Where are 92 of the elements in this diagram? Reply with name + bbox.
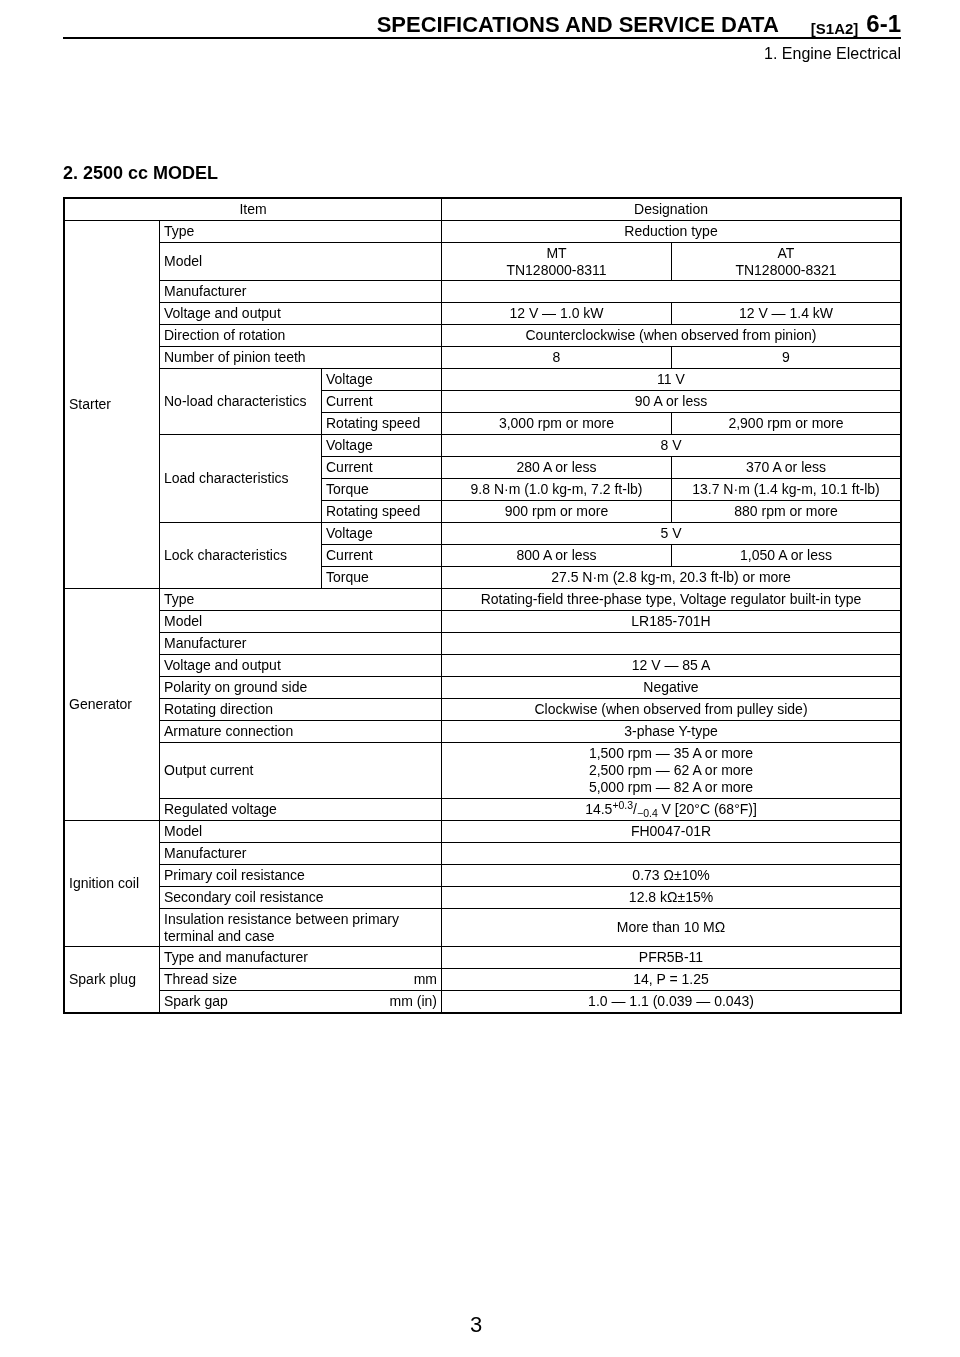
subsection-heading: 1. Engine Electrical <box>764 44 901 64</box>
spec-value: 880 rpm or more <box>734 503 838 520</box>
item-text: Voltage and output <box>164 305 281 322</box>
spec-value: 12 V — 85 A <box>631 657 711 674</box>
spec-value: 3-phase Y-type <box>624 723 718 740</box>
item-text: Current <box>326 393 373 410</box>
spec-value: AT <box>777 244 795 262</box>
section-title: 2. 2500 cc MODEL <box>63 162 219 185</box>
category-heading: Starter <box>69 396 111 413</box>
spec-value: 90 A or less <box>634 393 708 410</box>
spec-value: 1.0 — 1.1 (0.039 — 0.043) <box>588 993 754 1010</box>
item-text: Manufacturer <box>164 635 247 652</box>
item-text: Type <box>164 591 195 608</box>
spec-value: Clockwise (when observed from pulley side) <box>534 701 808 718</box>
item-text: mm (in) <box>389 993 437 1010</box>
item-text: Lock characteristics <box>164 547 287 564</box>
spec-value: More than 10 MΩ <box>616 919 726 936</box>
spec-value: Counterclockwise (when observed from pinion) <box>525 327 817 344</box>
item-text: Voltage <box>326 371 373 388</box>
item-text: mm <box>413 971 437 988</box>
item-text: Model <box>164 253 203 270</box>
item-text: Rotating speed <box>326 415 421 432</box>
item-text: Armature connection <box>164 723 294 740</box>
item-text: Number of pinion teeth <box>164 349 306 366</box>
spec-value: 12 V — 1.0 kW <box>509 305 604 322</box>
item-text: Model <box>164 613 203 630</box>
category-heading: Item <box>239 201 267 218</box>
page-heading: SPECIFICATIONS AND SERVICE DATA <box>376 14 779 36</box>
spec-value: MT <box>546 244 567 262</box>
item-text: Manufacturer <box>164 283 247 300</box>
item-text: Torque <box>326 481 369 498</box>
spec-value: 9 <box>782 349 790 366</box>
spec-value: 2,900 rpm or more <box>728 415 844 432</box>
item-text: Current <box>326 547 373 564</box>
item-text: Model <box>164 823 203 840</box>
item-text: Insulation resistance between primary terminal and case <box>164 910 400 945</box>
item-text: Load characteristics <box>164 470 289 487</box>
spec-value: 370 A or less <box>745 459 827 476</box>
spec-value: TN128000-8311 <box>506 261 607 279</box>
spec-value: 14, P = 1.25 <box>633 971 709 988</box>
item-text: Current <box>326 459 373 476</box>
spec-value: 1,500 rpm — 35 A or more <box>588 745 754 763</box>
spec-value: Designation <box>634 201 708 218</box>
category-heading: Ignition coil <box>69 875 140 892</box>
spec-value: 8 V <box>660 437 682 454</box>
item-text: Voltage <box>326 525 373 542</box>
item-text: No-load characteristics <box>164 393 307 410</box>
spec-value: 0.73 Ω±10% <box>632 867 710 884</box>
spec-value: 800 A or less <box>516 547 597 564</box>
spec-value: 280 A or less <box>516 459 597 476</box>
spec-value: 2,500 rpm — 62 A or more <box>588 762 754 779</box>
section-code: [S1A2] <box>810 21 859 36</box>
item-text: Thread size <box>164 971 238 988</box>
spec-value: 12 V — 1.4 kW <box>738 305 834 322</box>
item-text: Rotating direction <box>164 701 273 718</box>
item-text: Spark gap <box>164 993 228 1010</box>
spec-value: Reduction type <box>624 223 718 240</box>
spec-value: 5 V <box>660 525 682 542</box>
item-text: Regulated voltage <box>164 801 277 818</box>
spec-value: 12.8 kΩ±15% <box>628 889 714 906</box>
item-text: Rotating speed <box>326 503 421 520</box>
spec-value: FH0047-01R <box>630 823 712 840</box>
spec-value: TN128000-8321 <box>735 261 837 279</box>
spec-value: 27.5 N·m (2.8 kg-m, 20.3 ft-lb) or more <box>551 569 791 586</box>
item-text: Manufacturer <box>164 845 247 862</box>
page-section-number: 6-1 <box>866 12 901 36</box>
spec-value: 9.8 N·m (1.0 kg-m, 7.2 ft-lb) <box>470 481 643 498</box>
item-text: Output current <box>164 762 254 779</box>
spec-value: 14.5$^{+0.3}$/$_{−0.4}$ V [20°C (68°F)] <box>585 801 757 818</box>
item-text: Primary coil resistance <box>164 867 305 884</box>
item-text: Secondary coil resistance <box>164 889 324 906</box>
item-text: Torque <box>326 569 369 586</box>
spec-value: 3,000 rpm or more <box>498 415 615 432</box>
spec-value: 8 <box>552 349 561 366</box>
spec-value: 11 V <box>657 371 685 388</box>
item-text: Polarity on ground side <box>164 679 308 696</box>
spec-value: 900 rpm or more <box>504 503 609 520</box>
item-text: Voltage <box>326 437 373 454</box>
spec-value: LR185-701H <box>631 613 711 630</box>
spec-value: 1,050 A or less <box>740 547 832 564</box>
category-heading: Generator <box>69 696 133 713</box>
item-text: Voltage and output <box>164 657 281 674</box>
spec-value: 5,000 rpm — 82 A or more <box>588 778 754 796</box>
spec-value: Negative <box>643 679 699 696</box>
spec-value: PFR5B-11 <box>638 949 704 966</box>
item-text: Direction of rotation <box>164 327 286 344</box>
item-text: Type and manufacturer <box>164 949 308 966</box>
page-number: 3 <box>470 1311 483 1339</box>
spec-value: Rotating-field three-phase type, Voltage regulator built-in type <box>480 591 862 608</box>
spec-value: 13.7 N·m (1.4 kg-m, 10.1 ft-lb) <box>692 481 880 498</box>
item-text: Type <box>164 223 195 240</box>
category-heading: Spark plug <box>69 971 136 988</box>
